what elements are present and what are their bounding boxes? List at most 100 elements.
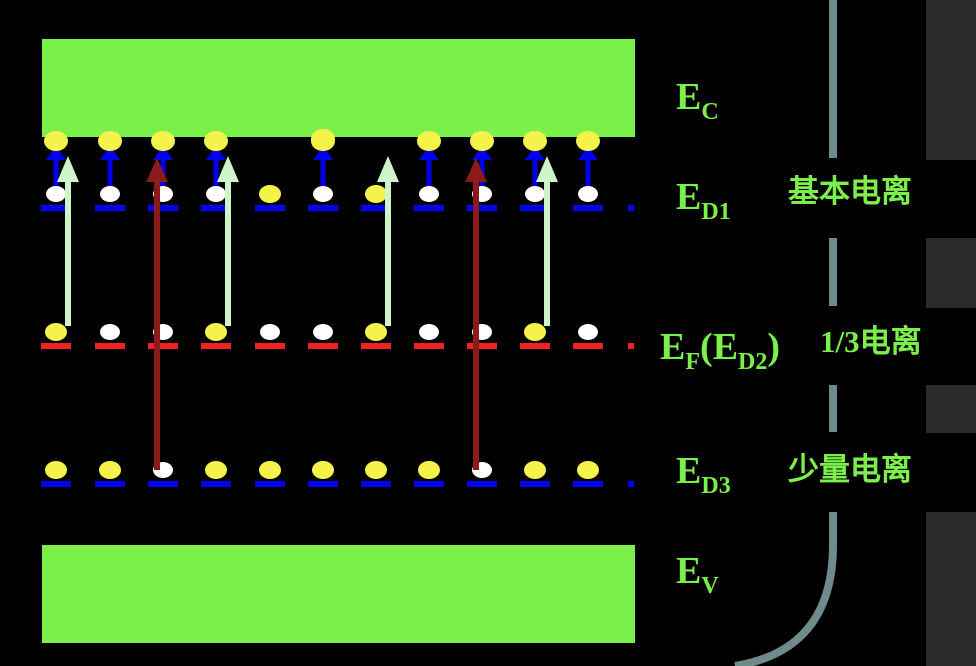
ed3-segment (414, 481, 444, 487)
ed1-segment (414, 205, 444, 211)
ed1-electron (365, 185, 387, 203)
ef-vacancy (100, 324, 120, 340)
ef-segment (467, 343, 497, 349)
ionization-arrowhead (313, 146, 333, 160)
ed1-segment-end (628, 205, 634, 211)
ed1-segment (467, 205, 497, 211)
conduction-electron (44, 131, 68, 151)
label-ed1: ED1 (676, 176, 731, 225)
right-panel-mid1 (926, 238, 976, 308)
ed3-segment (467, 481, 497, 487)
ed1-vacancy (46, 186, 66, 202)
ef-vacancy (419, 324, 439, 340)
ed3-electron (205, 461, 227, 479)
conduction-electron (523, 131, 547, 151)
conduction-electron (151, 131, 175, 151)
ed3-electron (577, 461, 599, 479)
ed1-vacancy (525, 186, 545, 202)
ed1-vacancy (206, 186, 226, 202)
ionization-arrowhead (153, 146, 173, 160)
ed1-vacancy (100, 186, 120, 202)
ionization-arrowhead (472, 146, 492, 160)
ionization-arrowhead (525, 146, 545, 160)
arrows-layer (44, 129, 600, 470)
ed3-electron (259, 461, 281, 479)
label-ec: EC (676, 76, 719, 125)
ef-vacancy (313, 324, 333, 340)
conduction-electron (311, 129, 335, 149)
label-ef: EF(ED2) (660, 326, 781, 375)
transition-arrowhead-dark (465, 158, 487, 182)
ed3-segment (573, 481, 603, 487)
transition-arrowhead-light (377, 156, 399, 182)
ionization-arrowhead (100, 146, 120, 160)
ef-segment (308, 343, 338, 349)
ed1-vacancy (419, 186, 439, 202)
right-panel-top (926, 0, 976, 160)
ef-segment (573, 343, 603, 349)
ef-electron (524, 323, 546, 341)
ionization-arrowhead (578, 146, 598, 160)
ed1-vacancy (578, 186, 598, 202)
ed3-segment-end (628, 481, 634, 487)
conduction-band (42, 39, 635, 137)
ed1-segment (201, 205, 231, 211)
ed1-segment (520, 205, 550, 211)
conduction-electron (204, 131, 228, 151)
ef-electron (205, 323, 227, 341)
ed3-segment (255, 481, 285, 487)
axis-curve (734, 512, 837, 666)
ef-vacancy (578, 324, 598, 340)
ed1-segment (148, 205, 178, 211)
transition-arrowhead-dark (146, 158, 168, 182)
ionization-arrowhead (46, 146, 66, 160)
note-third-text: 电离 (859, 324, 922, 360)
label-ev: EV (676, 550, 719, 599)
ed3-segment (148, 481, 178, 487)
ef-segment (520, 343, 550, 349)
note-full-ionization: 基本电离 (788, 174, 912, 210)
ed3-segment (308, 481, 338, 487)
ed3-electron (312, 461, 334, 479)
ed3-electron (524, 461, 546, 479)
note-slight-ionization: 少量电离 (788, 452, 912, 488)
ed1-electron (259, 185, 281, 203)
right-panel-bottom (926, 512, 976, 666)
ed3-segment (95, 481, 125, 487)
ed1-segment (308, 205, 338, 211)
ef-segment (414, 343, 444, 349)
ed3-electron (45, 461, 67, 479)
conduction-electron (98, 131, 122, 151)
ed3-electron (418, 461, 440, 479)
ed3-segment (41, 481, 71, 487)
ed1-vacancy (313, 186, 333, 202)
ef-segment-end (628, 343, 634, 349)
conduction-electron (576, 131, 600, 151)
ed1-segment (361, 205, 391, 211)
ed3-segment (361, 481, 391, 487)
right-panel-mid2 (926, 385, 976, 433)
ef-segment (41, 343, 71, 349)
conduction-electron (417, 131, 441, 151)
transition-arrowhead-light (57, 156, 79, 182)
ionization-arrowhead (206, 146, 226, 160)
ef-segment (148, 343, 178, 349)
ef-electron (365, 323, 387, 341)
valence-band (42, 545, 635, 643)
ed3-electron (99, 461, 121, 479)
ef-segment (255, 343, 285, 349)
ed1-segment (573, 205, 603, 211)
ed3-segment (201, 481, 231, 487)
ef-segment (95, 343, 125, 349)
ed1-segment (41, 205, 71, 211)
ed3-segment (520, 481, 550, 487)
transition-arrowhead-light (536, 156, 558, 182)
ed3-electron (365, 461, 387, 479)
ef-segment (361, 343, 391, 349)
ef-electron (45, 323, 67, 341)
ionization-arrowhead (419, 146, 439, 160)
ed1-segment (255, 205, 285, 211)
label-ed3: ED3 (676, 450, 731, 499)
